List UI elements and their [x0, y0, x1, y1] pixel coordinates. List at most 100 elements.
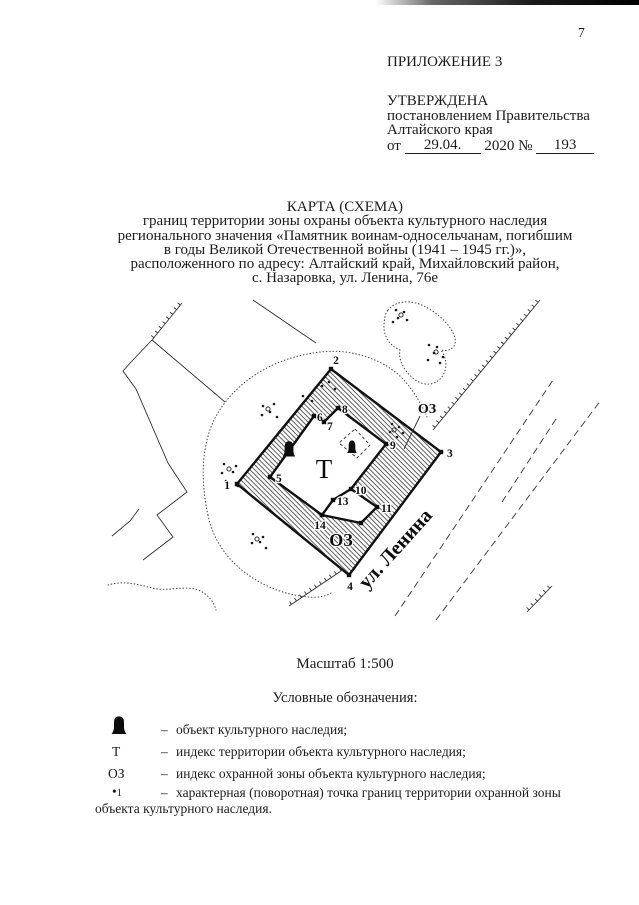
boundary-point-label: 6 — [317, 412, 323, 424]
zone-index-label-bottom: ОЗ — [329, 530, 353, 550]
fence-tick — [339, 567, 342, 572]
legend-dash-3: – — [161, 766, 168, 781]
tree-dot — [234, 464, 238, 468]
boundary-point-label: 13 — [337, 496, 349, 508]
title-line-3: регионального значения «Памятник воинам-… — [117, 227, 573, 244]
legend-item-zone: индекс охранной зоны объекта культурного… — [176, 766, 486, 781]
fence-line — [288, 568, 345, 607]
boundary-point-label: 3 — [447, 448, 453, 460]
legend-item-territory: индекс территории объекта культурного на… — [176, 744, 466, 759]
monument-plot-dashed-box — [338, 428, 371, 459]
monument-icon — [282, 441, 296, 457]
scale-text: Масштаб 1:500 — [296, 656, 394, 672]
tree-circle — [265, 406, 271, 412]
fence-tick — [542, 589, 547, 593]
tree-dot — [272, 402, 276, 406]
legend-item-object: объект культурного наследия; — [176, 722, 348, 737]
title-line-5: расположенного по адресу: Алтайский край… — [130, 256, 560, 273]
fence-tick — [439, 415, 444, 419]
fence-tick — [451, 401, 455, 405]
fence-tick — [150, 335, 155, 339]
zone-label-leader-line — [403, 415, 421, 450]
document-title: КАРТА (СХЕМА) границ территории зоны охр… — [52, 199, 638, 286]
boundary-point-label: 8 — [342, 404, 348, 416]
tree-dot — [261, 404, 265, 408]
tree-dot — [441, 355, 445, 359]
tree-dot — [435, 345, 439, 349]
tree-dot — [264, 546, 268, 550]
approved-label: УТВЕРЖДЕНА — [387, 93, 489, 109]
fence-tick — [436, 420, 440, 424]
doc-number: 193 — [536, 138, 595, 154]
fence-tick — [299, 594, 302, 598]
fence-tick — [447, 406, 451, 410]
fence-line — [526, 585, 553, 613]
boundary-point-label: 14 — [314, 520, 326, 532]
approved-by-line2: Алтайского края — [387, 122, 493, 138]
scan-edge-artifact — [375, 0, 639, 5]
tree-circle — [226, 466, 232, 472]
fence-tick — [443, 410, 447, 414]
fence-tick — [538, 594, 542, 598]
boundary-point-dot — [321, 419, 327, 425]
tree-dot — [391, 320, 395, 324]
fence-tick — [470, 378, 474, 382]
boundary-point-label: 11 — [381, 503, 392, 515]
fence-tick — [324, 577, 327, 582]
appendix-label: ПРИЛОЖЕНИЕ 3 — [387, 54, 503, 70]
fence-tick — [547, 585, 551, 589]
legend-point-bullet: • — [112, 784, 117, 799]
tree-dot — [268, 410, 272, 414]
fence-tick — [516, 322, 520, 326]
boundary-point-dot — [311, 413, 317, 419]
legend-symbol-zone: ОЗ — [108, 766, 125, 781]
tree-dot — [224, 479, 228, 483]
title-line-1: КАРТА (СХЕМА) — [286, 199, 404, 215]
approved-by-line1: постановлением Правительства — [387, 108, 590, 124]
boundary-point-label: 10 — [355, 485, 367, 497]
year-and-number: 2020 № — [484, 138, 533, 154]
zone-inner-boundary — [268, 406, 388, 525]
fence-line — [151, 302, 183, 341]
boundary-point-label: 4 — [347, 581, 353, 593]
fence-tick — [304, 591, 307, 595]
boundary-point-dot — [328, 366, 334, 372]
monument-symbols — [282, 440, 357, 457]
title-line-2: границ территории зоны охраны объекта ку… — [142, 213, 548, 230]
fence-tick — [173, 307, 177, 311]
boundary-point-dot — [383, 441, 389, 447]
fence-tick — [309, 587, 312, 592]
building-outlines — [111, 299, 317, 561]
legend-symbol-point: •1 — [112, 784, 122, 800]
tree-dot — [438, 361, 442, 365]
boundary-point-dot — [319, 512, 325, 518]
fence-tick — [519, 318, 524, 322]
fence-tick — [462, 387, 466, 391]
tree-dot — [231, 470, 235, 474]
legend-dash-4: – — [161, 785, 168, 800]
fence-tick — [527, 309, 531, 312]
fence-tick — [493, 350, 497, 354]
street-dashed-lines — [394, 379, 602, 621]
fence-tick — [504, 336, 508, 340]
tree-dot — [301, 394, 305, 398]
legend-heading: Условные обозначения: — [272, 690, 418, 706]
legend-dash-2: – — [161, 744, 168, 759]
fence-line — [432, 299, 541, 431]
page-number: 7 — [578, 25, 585, 40]
tree-dot — [405, 318, 409, 322]
boundary-point-dot — [348, 486, 354, 492]
monument-icon — [347, 440, 357, 453]
boundary-point-dot — [330, 497, 336, 503]
fence-tick — [169, 311, 174, 315]
tree-dot — [251, 532, 255, 536]
fence-tick — [508, 332, 512, 336]
fence-tick — [314, 584, 317, 588]
legend-monument-icon — [111, 716, 127, 734]
fence-tick — [523, 313, 527, 317]
fence-tick — [477, 369, 482, 373]
fence-tick — [177, 302, 181, 306]
fence-tick — [329, 574, 332, 578]
